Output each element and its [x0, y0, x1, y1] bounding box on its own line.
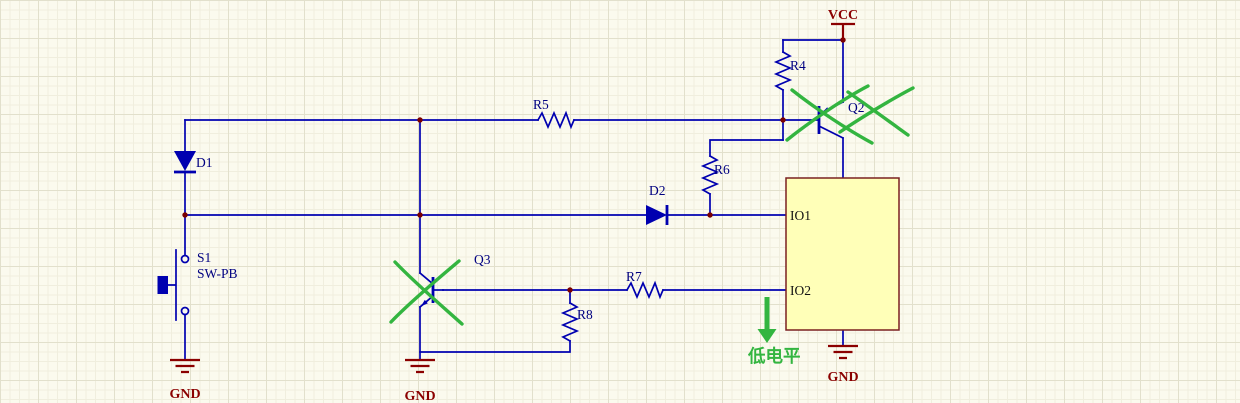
gnd-right-label: GND: [827, 370, 858, 385]
diode-d1[interactable]: D1: [174, 151, 213, 174]
annotation-low-level-label: 低电平: [747, 346, 801, 367]
r8-label: R8: [577, 307, 593, 322]
gnd-bars-icon: [405, 358, 435, 374]
resistor-zigzag-icon: [536, 110, 576, 130]
power-port-vcc[interactable]: VCC: [828, 8, 858, 40]
resistor-r4[interactable]: R4: [773, 50, 806, 92]
gnd-symbol-right[interactable]: GND: [827, 344, 859, 385]
junction-dot: [417, 212, 423, 218]
gnd-left-label: GND: [169, 387, 200, 402]
diode-triangle-icon: [646, 205, 667, 225]
ic-body[interactable]: IO1 IO2: [785, 177, 900, 331]
resistor-zigzag-icon: [700, 154, 720, 196]
junction-dot: [780, 117, 786, 123]
gnd-symbol-left[interactable]: GND: [169, 358, 201, 402]
diode-d2[interactable]: D2: [646, 183, 669, 225]
q2-label: Q2: [848, 100, 865, 115]
wire-net[interactable]: [184, 39, 844, 361]
vcc-label: VCC: [828, 8, 858, 23]
gnd-middle-label: GND: [404, 389, 435, 403]
switch-contact-icon: [180, 306, 190, 316]
switch-contact-icon: [180, 254, 190, 264]
gnd-symbol-middle[interactable]: GND: [404, 358, 436, 403]
resistor-zigzag-icon: [560, 301, 580, 343]
vcc-bar-icon: [831, 22, 855, 40]
ic-pin-label-io1: IO1: [790, 208, 811, 223]
junction-dot: [567, 287, 573, 293]
d1-label: D1: [196, 155, 213, 170]
gnd-bars-icon: [828, 344, 858, 360]
r5-label: R5: [533, 97, 549, 112]
ic-rect[interactable]: [785, 177, 900, 331]
switch-bridge-icon: [167, 249, 177, 321]
s1-type-label: SW-PB: [197, 266, 238, 281]
resistor-r8[interactable]: R8: [560, 301, 593, 343]
resistor-r5[interactable]: R5: [533, 97, 576, 130]
gnd-bars-icon: [170, 358, 200, 374]
annotation-cross-q3: [389, 259, 464, 326]
transistor-arrow-icon: [421, 299, 428, 307]
transistor-collector-icon: [418, 271, 435, 286]
resistor-r6[interactable]: R6: [700, 154, 730, 196]
resistor-zigzag-icon: [625, 280, 665, 300]
s1-label: S1: [197, 250, 211, 265]
transistor-collector-icon: [817, 124, 845, 140]
resistor-r7[interactable]: R7: [625, 269, 665, 300]
down-arrow-head-icon: [757, 329, 777, 343]
q3-label: Q3: [474, 252, 491, 267]
junction-dot: [417, 117, 423, 123]
junction-dot: [182, 212, 188, 218]
transistor-q3[interactable]: Q3: [418, 252, 491, 309]
r7-label: R7: [626, 269, 642, 284]
ic-pin-label-io2: IO2: [790, 283, 811, 298]
diode-triangle-icon: [174, 151, 196, 171]
annotation-cross-q2: [785, 84, 915, 145]
junction-dots: [182, 37, 846, 293]
switch-cap-icon: [157, 276, 168, 294]
r4-label: R4: [790, 58, 806, 73]
junction-dot: [707, 212, 713, 218]
annotation-arrow-low-level: 低电平: [747, 297, 801, 367]
pushbutton-s1[interactable]: S1 SW-PB: [157, 249, 238, 321]
d2-label: D2: [649, 183, 666, 198]
r6-label: R6: [714, 162, 730, 177]
resistor-zigzag-icon: [773, 50, 793, 92]
